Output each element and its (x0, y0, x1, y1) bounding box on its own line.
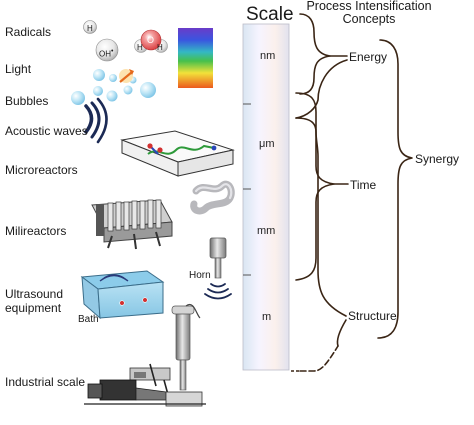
label-ultrasound-line1: Ultrasound (5, 287, 64, 301)
milireactor-illustration (91, 199, 173, 250)
time-bracket (295, 92, 335, 281)
header-line2: Concepts (342, 12, 396, 26)
bubbles-illustration (71, 69, 156, 105)
ultrasonic-bath-illustration (80, 270, 165, 320)
molecule-h-right-text: H (157, 43, 163, 52)
radical-dot: • (111, 48, 114, 55)
bubble-icon (93, 86, 103, 96)
header-line1: Process Intensification (306, 0, 432, 13)
bubble-icon (109, 74, 117, 82)
radicals-illustration (83, 20, 168, 62)
scale-title: Scale (246, 4, 294, 25)
light-spectrum-bar (178, 28, 213, 88)
molecule-oh-label: OH (99, 49, 111, 59)
scale-tick-um: μm (259, 138, 275, 150)
acoustic-waves-icon (84, 97, 108, 144)
bubble-icon (140, 82, 156, 98)
scale-ruler-ticks (243, 103, 251, 276)
concept-brackets (295, 13, 413, 372)
scale-ruler (242, 23, 290, 371)
molecule-oh-text: OH• (99, 45, 113, 62)
label-industrial-scale: Industrial scale (5, 375, 86, 389)
concept-structure: Structure (348, 309, 397, 323)
label-bath: Bath (78, 314, 99, 325)
water-molecule-oxygen-icon (140, 29, 162, 51)
microreactor-illustration (120, 130, 235, 177)
bubble-icon (93, 69, 105, 81)
industrial-equipment-illustration (84, 304, 206, 407)
molecule-h-text: H (87, 24, 93, 33)
molecule-o-text: O (147, 35, 155, 45)
concept-energy: Energy (349, 50, 388, 64)
label-acoustic-waves: Acoustic waves (5, 124, 88, 138)
synergy-label: Synergy (415, 152, 460, 166)
label-light: Light (5, 62, 32, 76)
header-brace (299, 13, 331, 95)
scale-tick-nm: nm (260, 50, 276, 62)
bubble-icon (71, 91, 85, 105)
spark-icon (119, 71, 133, 83)
label-horn: Horn (189, 270, 211, 281)
scale-tick-m: m (262, 311, 272, 323)
hydroxyl-radical-icon (95, 38, 119, 62)
ultrasonic-horn-illustration (204, 237, 232, 300)
hydrogen-atom-icon (83, 20, 97, 34)
label-milireactors: Milireactors (5, 224, 67, 238)
synergy-brace (377, 39, 413, 339)
label-ultrasound-line2: equipment (5, 301, 62, 315)
scale-tick-mm: mm (257, 225, 276, 237)
label-bubbles: Bubbles (5, 94, 49, 108)
bubble-icon (123, 85, 133, 95)
label-radicals: Radicals (5, 25, 52, 39)
concept-time: Time (350, 178, 377, 192)
energy-bracket (295, 59, 348, 119)
label-microreactors: Microreactors (5, 163, 78, 177)
bubble-icon (106, 90, 118, 102)
structure-bracket (295, 117, 347, 317)
molecule-h-left-text: H (137, 43, 143, 52)
